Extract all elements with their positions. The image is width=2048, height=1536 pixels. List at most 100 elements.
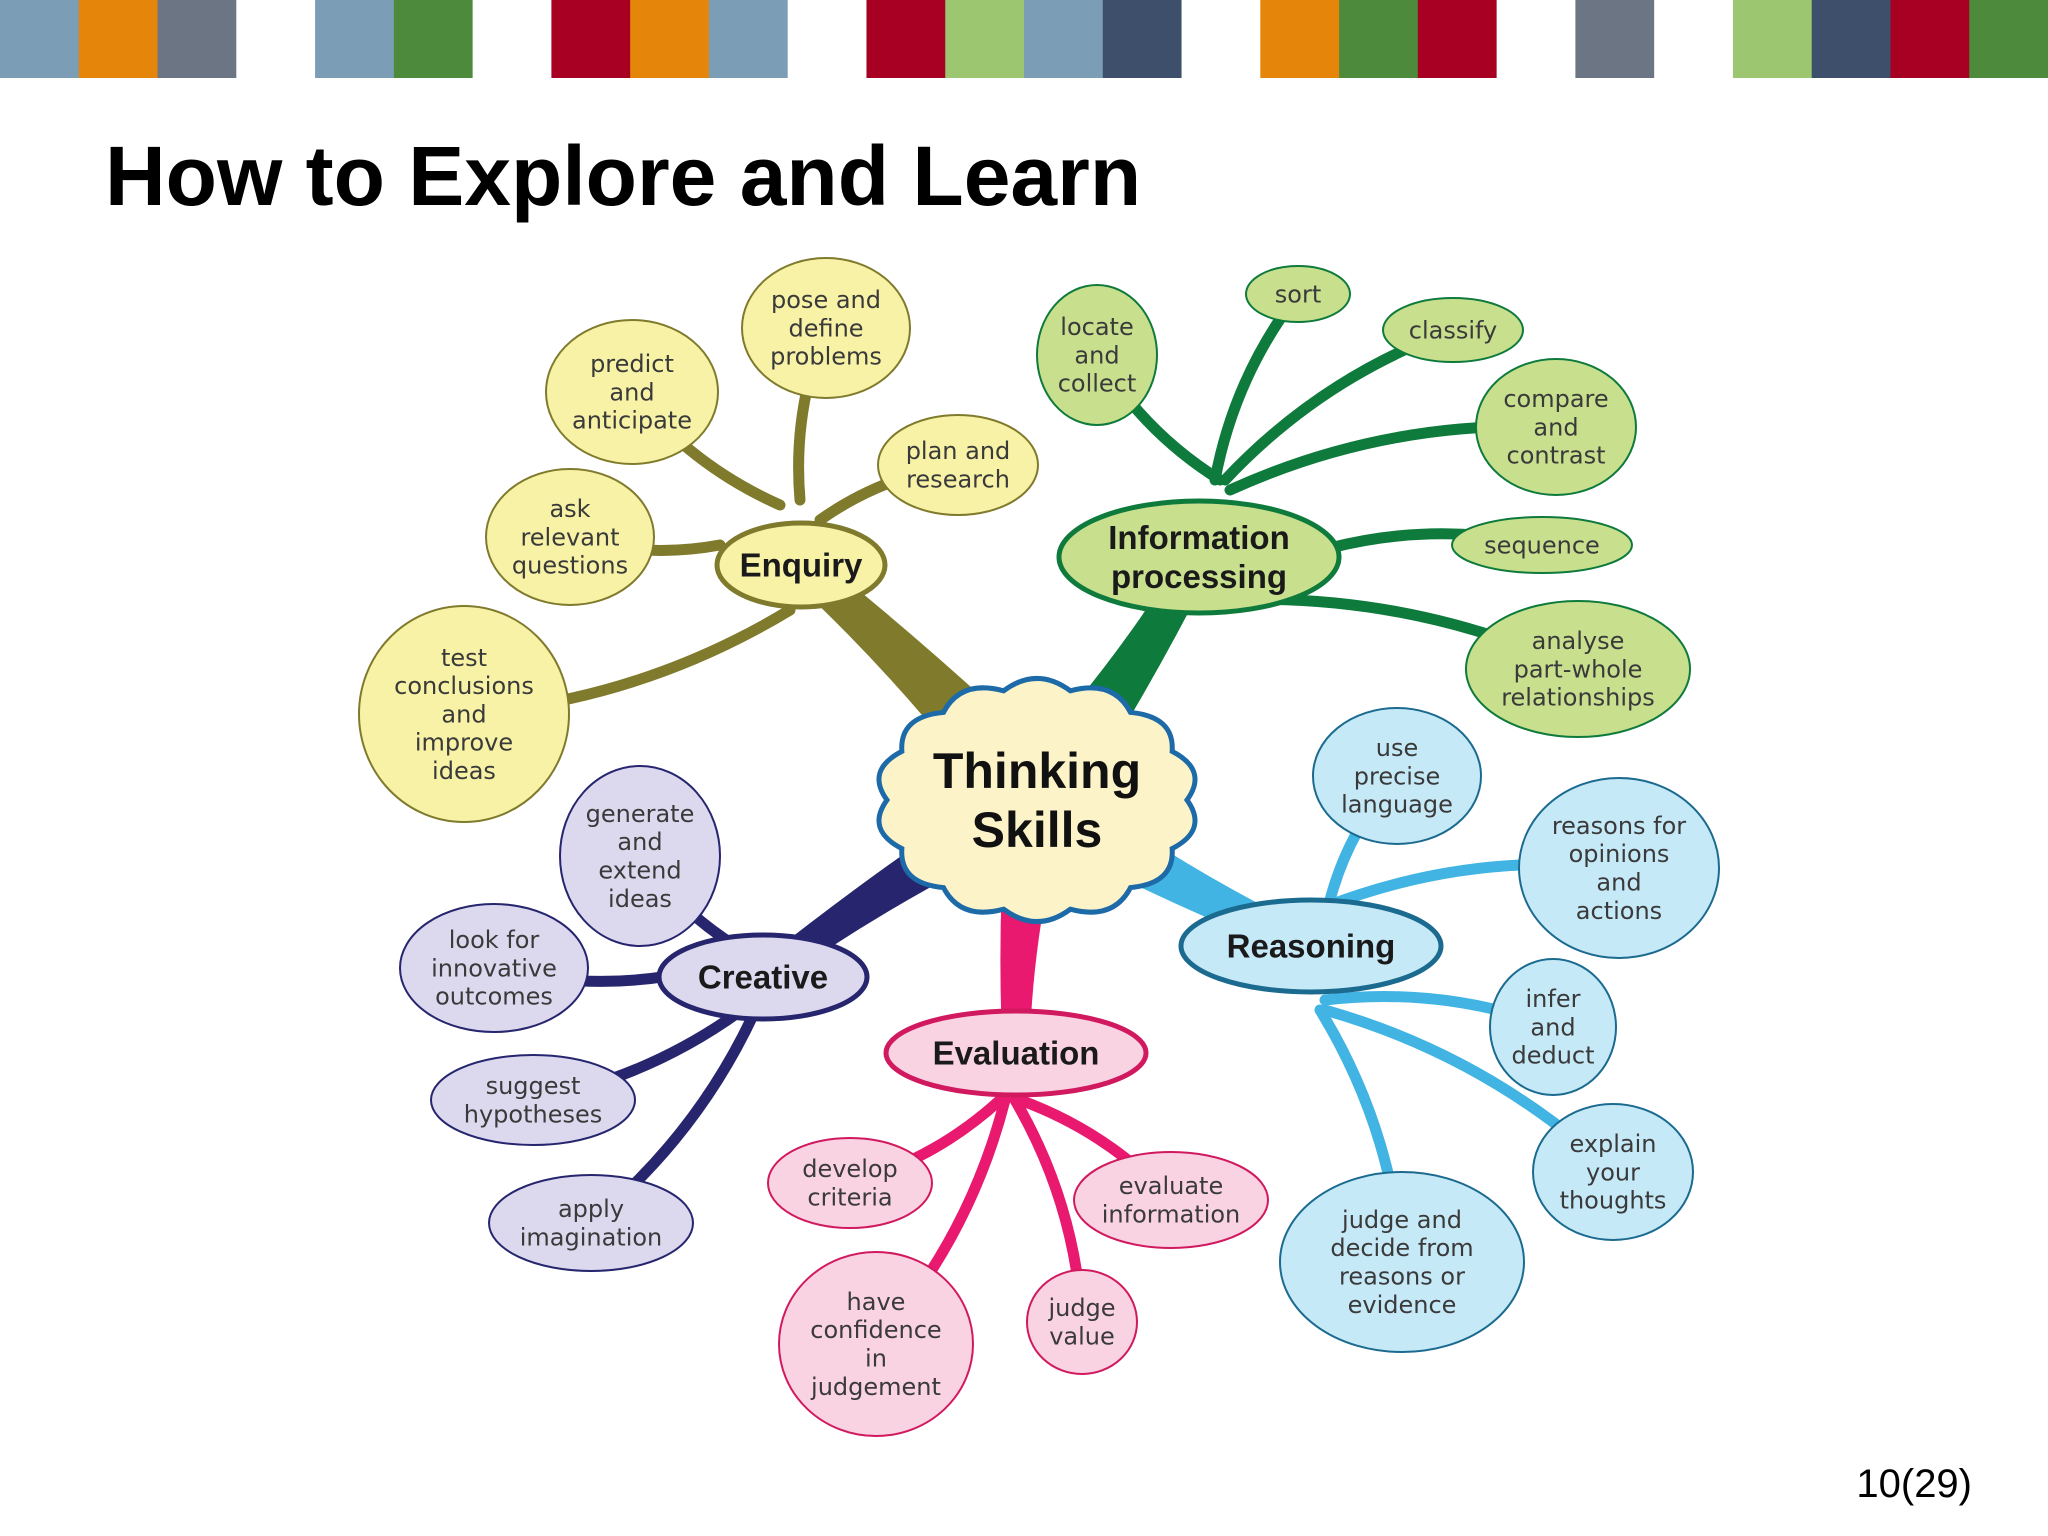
leaf-bubble	[1279, 1171, 1525, 1353]
leaf-bubble	[545, 319, 719, 465]
leaf-label: innovative	[431, 954, 557, 982]
leaf-label: collect	[1058, 370, 1137, 398]
branch-bubble	[656, 932, 870, 1022]
leaf-label: and	[1074, 341, 1119, 369]
stripe-block	[1732, 0, 1813, 78]
leaf-bubble	[1312, 707, 1482, 845]
stripe-block	[1417, 0, 1498, 78]
leaf-label: precise	[1354, 762, 1440, 790]
stripe-block	[1496, 0, 1577, 78]
leaf-label: your	[1586, 1158, 1640, 1186]
leaf-label: use	[1376, 734, 1418, 762]
leaf-label: explain	[1569, 1130, 1656, 1158]
leaf-label: test	[441, 644, 487, 672]
leaf-bubble	[1475, 358, 1637, 496]
leaf-label: analyse	[1532, 627, 1625, 655]
leaf-label: and	[617, 828, 662, 856]
leaf-label: research	[906, 466, 1010, 494]
leaf-label: classify	[1409, 316, 1497, 344]
color-stripe-banner	[0, 0, 2048, 78]
branch-label: Information	[1108, 519, 1289, 556]
leaf-bubble	[1465, 600, 1691, 738]
leaf-bubble	[430, 1054, 636, 1146]
leaf-label: opinions	[1569, 840, 1670, 868]
leaf-bubble	[1245, 265, 1351, 323]
leaf-label: locate	[1060, 313, 1133, 341]
leaf-bubble	[488, 1174, 694, 1272]
stripe-block	[393, 0, 474, 78]
leaf-label: extend	[598, 857, 681, 885]
leaf-label: problems	[770, 343, 882, 371]
leaf-bubble	[1451, 516, 1633, 574]
branch-bubble	[1056, 498, 1342, 616]
leaf-label: apply	[558, 1195, 624, 1223]
leaf-label: reasons for	[1552, 812, 1686, 840]
leaf-label: judge	[1047, 1294, 1115, 1322]
stripe-block	[78, 0, 159, 78]
leaf-label: confidence	[810, 1316, 941, 1344]
leaf-label: reasons or	[1339, 1263, 1465, 1291]
leaf-node: sequence	[1451, 516, 1633, 574]
leaf-label: part-whole	[1514, 655, 1643, 683]
stripe-block	[0, 0, 80, 78]
stripe-block	[1575, 0, 1655, 78]
leaf-label: evaluate	[1119, 1172, 1223, 1200]
center-node-label: Skills	[972, 802, 1103, 858]
leaf-node: classify	[1382, 297, 1524, 363]
leaf-label: questions	[512, 552, 628, 580]
leaf-label: and	[1533, 413, 1578, 441]
leaf-label: decide from	[1330, 1234, 1473, 1262]
branch-label: Enquiry	[740, 547, 863, 584]
stripe-block	[236, 0, 316, 78]
leaf-bubble	[1036, 284, 1158, 426]
leaf-label: infer	[1526, 985, 1581, 1013]
stripe-block	[1339, 0, 1419, 78]
leaf-label: anticipate	[572, 407, 692, 435]
leaf-label: and	[1596, 869, 1641, 897]
slide-title: How to Explore and Learn	[105, 129, 1142, 223]
leaf-label: have	[847, 1288, 906, 1316]
leaf-label: conclusions	[394, 672, 534, 700]
leaf-label: imagination	[520, 1224, 663, 1252]
leaf-label: develop	[802, 1155, 898, 1183]
stripe-block	[315, 0, 395, 78]
leaf-bubble	[1489, 958, 1617, 1096]
leaf-label: contrast	[1507, 442, 1606, 470]
leaf-label: outcomes	[435, 983, 553, 1011]
stripe-block	[157, 0, 238, 78]
leaf-bubble	[1026, 1269, 1138, 1375]
leaf-label: thoughts	[1560, 1187, 1667, 1215]
leaf-label: generate	[586, 800, 695, 828]
leaf-label: relationships	[1501, 684, 1655, 712]
leaf-bubble	[1518, 777, 1720, 959]
branch-label: processing	[1111, 558, 1287, 595]
stripe-block	[708, 0, 789, 78]
leaf-node: sort	[1245, 265, 1351, 323]
branch-node-reasoning: Reasoning	[1178, 897, 1444, 995]
leaf-label: criteria	[807, 1184, 892, 1212]
leaf-label: hypotheses	[464, 1101, 603, 1129]
stripe-block	[1181, 0, 1262, 78]
leaf-label: relevant	[520, 523, 619, 551]
leaf-label: and	[1530, 1013, 1575, 1041]
leaf-label: deduct	[1511, 1042, 1594, 1070]
page-number: 10(29)	[1856, 1462, 1972, 1506]
